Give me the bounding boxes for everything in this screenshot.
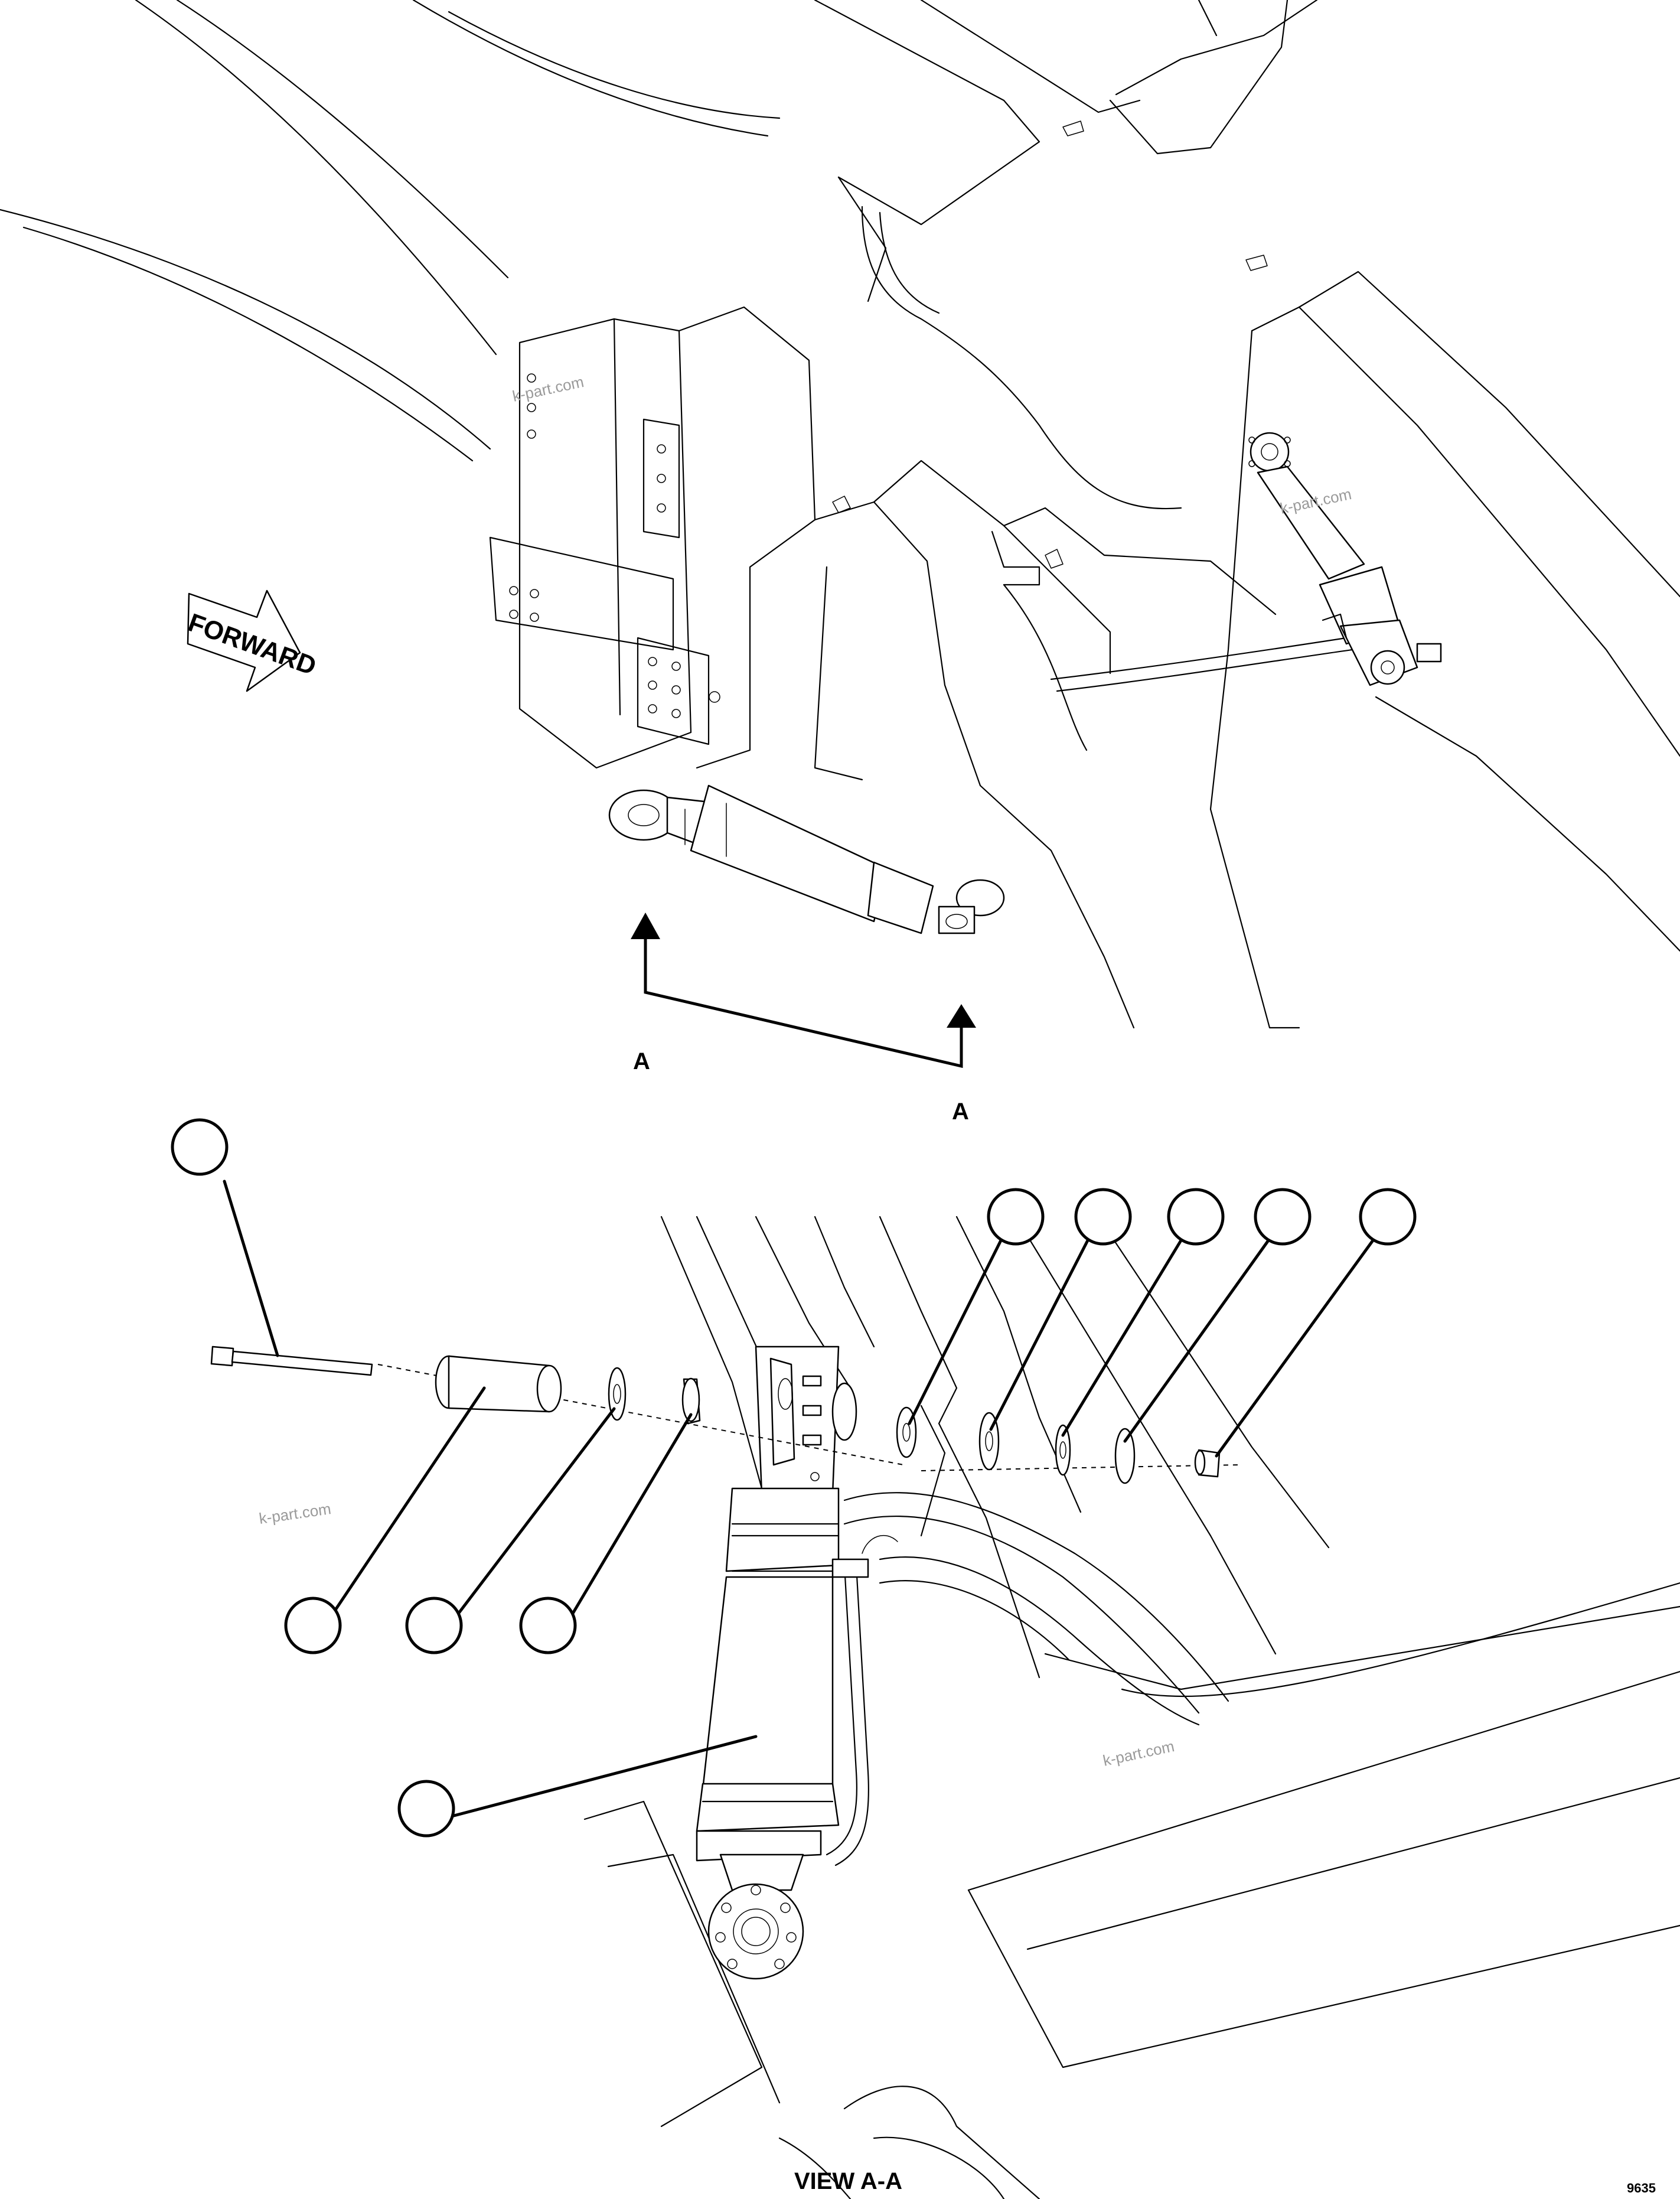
callout-washer-right[interactable] bbox=[1074, 1188, 1132, 1246]
callout-nut[interactable] bbox=[1359, 1188, 1417, 1246]
callout-hard-washer[interactable] bbox=[1254, 1188, 1312, 1246]
watermark: k-part.com bbox=[511, 373, 585, 405]
steering-cylinder-installed bbox=[1248, 432, 1442, 686]
section-marker-left: A bbox=[633, 1048, 650, 1074]
frame-overview: k-part.com k-part.com bbox=[0, 0, 1680, 1029]
callout-steering-cylinder[interactable] bbox=[397, 1780, 455, 1838]
watermark: k-part.com bbox=[258, 1500, 332, 1527]
exploded-parts bbox=[210, 1346, 1241, 1484]
section-marker-right: A bbox=[952, 1099, 969, 1125]
view-a-a: k-part.com k-part.com bbox=[210, 1216, 1680, 2199]
steering-cylinder-exploded bbox=[696, 1346, 898, 1980]
callout-shim-right[interactable] bbox=[1167, 1188, 1225, 1246]
watermark: k-part.com bbox=[1101, 1737, 1176, 1770]
bolt-pattern bbox=[509, 373, 720, 718]
forward-arrow: FORWARD bbox=[184, 589, 320, 692]
callout-washer-left[interactable] bbox=[405, 1597, 463, 1654]
callout-bushing-left[interactable] bbox=[519, 1597, 577, 1654]
view-title: VIEW A-A bbox=[794, 2168, 902, 2194]
steering-cylinder-assembled bbox=[608, 784, 1005, 934]
section-marker: A A bbox=[631, 913, 976, 1125]
callout-bolt[interactable] bbox=[171, 1118, 229, 1176]
callout-seal-right[interactable] bbox=[987, 1188, 1045, 1246]
callouts bbox=[171, 1118, 1417, 1838]
sheet-code: 9635 bbox=[1627, 2181, 1656, 2195]
callout-spacer-sleeve[interactable] bbox=[284, 1597, 342, 1654]
